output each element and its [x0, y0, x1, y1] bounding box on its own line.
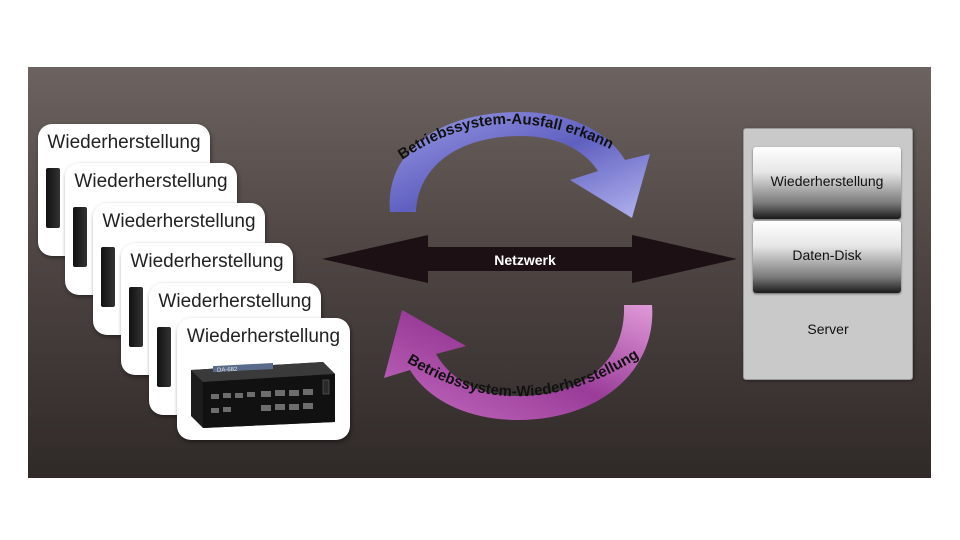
os-failure-detected-arrow — [389, 112, 650, 218]
os-failure-label: Betriebssystem-Ausfall erkannt — [0, 0, 616, 163]
client-card-label: Wiederherstellung — [158, 291, 312, 312]
recovery-disk-label: Wiederherstellung — [770, 173, 884, 189]
client-card-label: Wiederherstellung — [130, 251, 284, 272]
recovery-disk: Wiederherstellung — [753, 147, 901, 219]
network-double-arrow — [322, 235, 737, 283]
data-disk-label: Daten-Disk — [792, 247, 862, 263]
server-label: Server — [807, 321, 849, 337]
client-card-6: Wiederherstellung DA-682 — [177, 318, 350, 440]
os-recovery-arrow — [384, 305, 653, 420]
data-disk: Daten-Disk — [753, 221, 901, 293]
embedded-computer-icon: DA-682 — [191, 362, 335, 428]
client-card-label: Wiederherstellung — [47, 132, 201, 153]
device-stub-icon — [46, 168, 60, 228]
device-badge: DA-682 — [217, 367, 238, 374]
device-stub-icon — [157, 327, 171, 387]
device-stub-icon — [101, 247, 115, 307]
client-card-label: Wiederherstellung — [102, 211, 256, 232]
network-label: Netzwerk — [494, 252, 556, 268]
server-box: Wiederherstellung Daten-Disk Server — [743, 128, 913, 380]
client-card-label: Wiederherstellung — [186, 326, 341, 347]
device-stub-icon — [129, 287, 143, 347]
device-stub-icon — [73, 207, 87, 267]
client-card-label: Wiederherstellung — [74, 171, 228, 192]
